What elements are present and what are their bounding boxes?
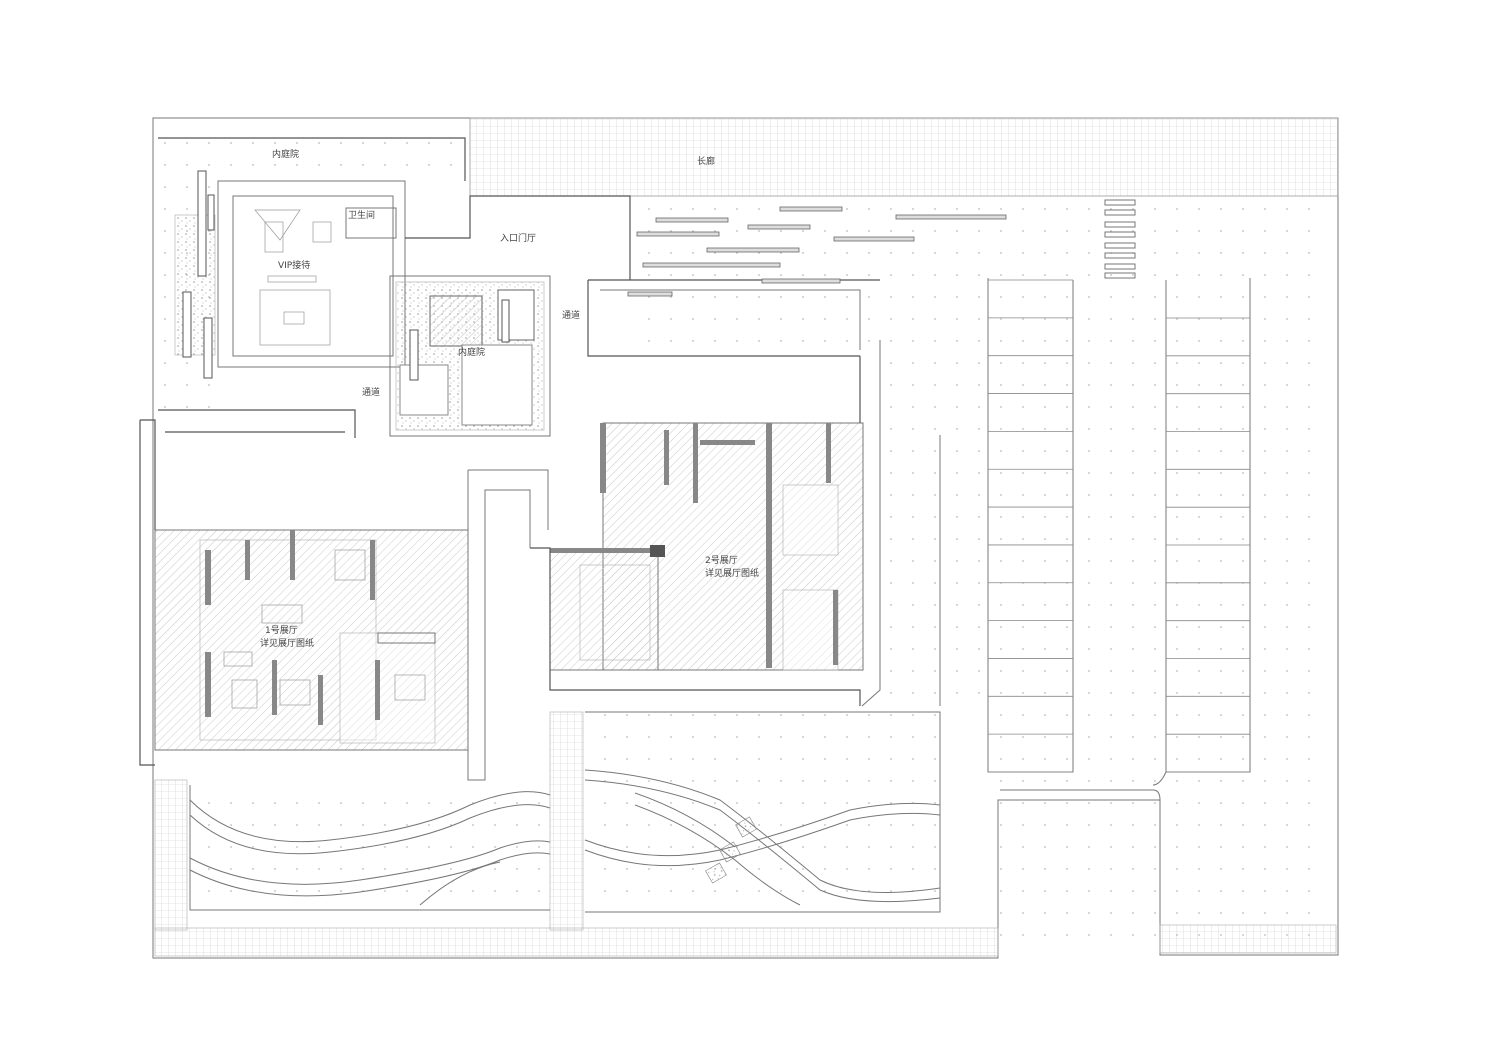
perimeter-paving bbox=[154, 711, 1337, 957]
hall-1 bbox=[154, 529, 469, 751]
vip-block bbox=[158, 137, 466, 438]
bench-bars bbox=[627, 206, 1007, 297]
parking-bays-left bbox=[988, 279, 1073, 773]
label-inner-courtyard-top: 内庭院 bbox=[272, 148, 299, 160]
label-corridor: 长廊 bbox=[697, 155, 715, 167]
label-hall1-note: 详见展厅图纸 bbox=[260, 637, 314, 649]
parking-area bbox=[987, 278, 1251, 801]
label-toilet: 卫生间 bbox=[348, 209, 375, 221]
label-vip: VIP接待 bbox=[278, 259, 310, 271]
label-inner-courtyard-mid: 内庭院 bbox=[458, 346, 485, 358]
label-hall2-title: 2号展厅 bbox=[705, 555, 738, 566]
corridor-paving bbox=[469, 117, 1339, 197]
hall-2 bbox=[530, 340, 881, 707]
label-hall2-note: 详见展厅图纸 bbox=[705, 567, 759, 579]
west-walls bbox=[139, 419, 549, 781]
label-passage-right: 通道 bbox=[562, 309, 580, 321]
label-passage-left: 通道 bbox=[362, 386, 380, 398]
mid-courtyard-block bbox=[389, 275, 551, 437]
room-labels: 内庭院 长廊 卫生间 入口门厅 VIP接待 通道 内庭院 通道 2号展厅 详见展… bbox=[260, 148, 759, 649]
stair-steps bbox=[1104, 199, 1136, 279]
label-entrance-hall: 入口门厅 bbox=[500, 232, 536, 244]
parking-bays-right bbox=[1166, 317, 1250, 773]
label-hall1-title: 1号展厅 bbox=[265, 625, 298, 636]
landscape-curves bbox=[189, 435, 941, 913]
